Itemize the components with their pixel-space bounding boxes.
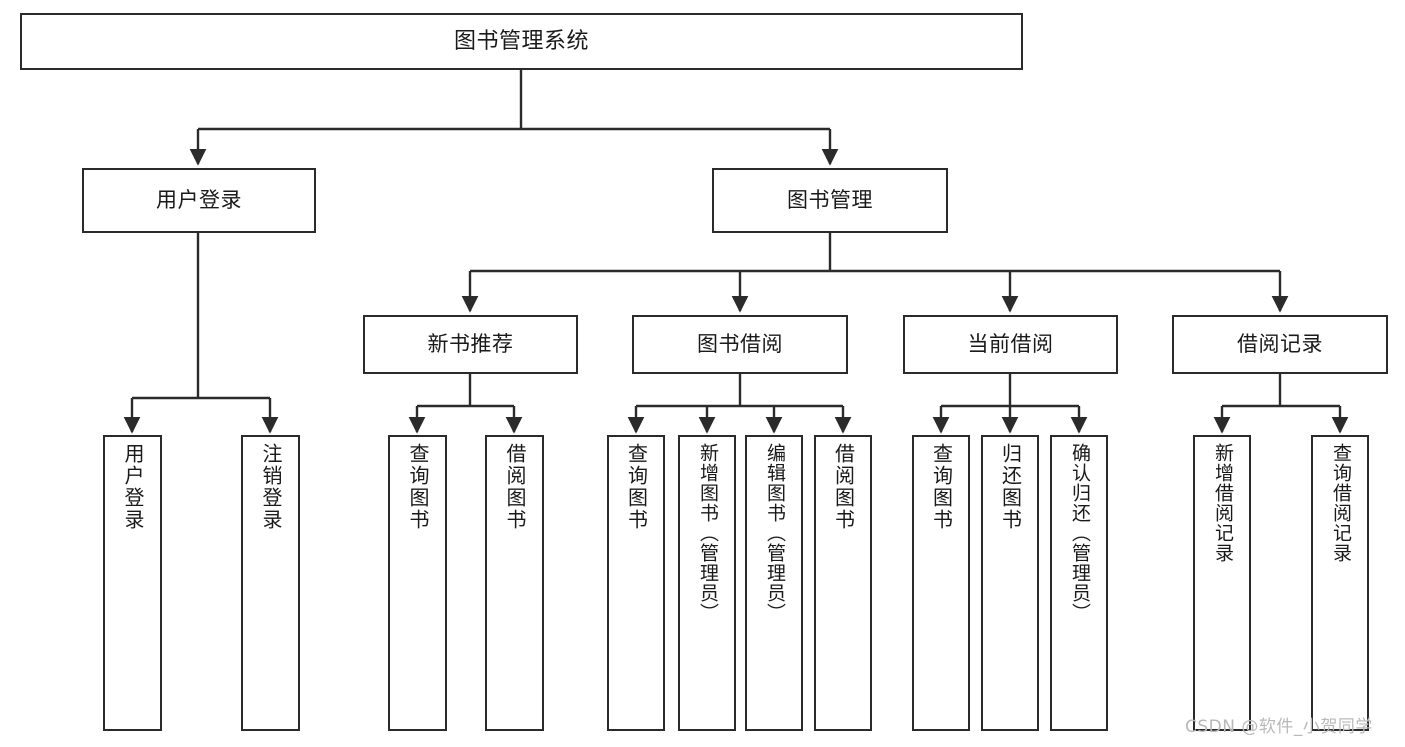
leaf-current-borrow-confirm-return-admin[interactable]: 确认归还（管理员） bbox=[1050, 435, 1108, 731]
node-label: 查询图书 bbox=[624, 443, 649, 531]
node-label: 用户登录 bbox=[156, 188, 242, 213]
leaf-book-borrow-borrow-book[interactable]: 借阅图书 bbox=[814, 435, 872, 731]
leaf-current-borrow-query-book[interactable]: 查询图书 bbox=[912, 435, 970, 731]
node-label: 注销登录 bbox=[259, 443, 283, 531]
node-label: 图书管理 bbox=[787, 188, 873, 213]
node-label: 查询图书 bbox=[406, 443, 430, 531]
node-label: 确认归还（管理员） bbox=[1068, 443, 1091, 623]
node-label: 借阅记录 bbox=[1237, 332, 1323, 357]
node-user-login[interactable]: 用户登录 bbox=[82, 168, 316, 233]
node-book-management-system[interactable]: 图书管理系统 bbox=[20, 13, 1023, 70]
node-label: 新书推荐 bbox=[427, 332, 514, 357]
leaf-new-book-query-book[interactable]: 查询图书 bbox=[388, 435, 447, 731]
node-label: 图书借阅 bbox=[697, 332, 783, 357]
node-label: 借阅图书 bbox=[503, 443, 527, 531]
leaf-current-borrow-return-book[interactable]: 归还图书 bbox=[981, 435, 1039, 731]
node-label: 用户登录 bbox=[121, 443, 145, 531]
node-book-management[interactable]: 图书管理 bbox=[712, 168, 948, 233]
node-label: 借阅图书 bbox=[831, 443, 856, 531]
leaf-user-login-login[interactable]: 用户登录 bbox=[103, 435, 162, 731]
node-current-borrow[interactable]: 当前借阅 bbox=[903, 315, 1118, 374]
leaf-user-login-logout[interactable]: 注销登录 bbox=[241, 435, 300, 731]
node-label: 图书管理系统 bbox=[453, 28, 589, 54]
node-borrow-record[interactable]: 借阅记录 bbox=[1172, 315, 1388, 374]
node-new-book-recommendation[interactable]: 新书推荐 bbox=[363, 315, 578, 374]
node-label: 编辑图书（管理员） bbox=[763, 443, 786, 623]
leaf-borrow-record-query-record[interactable]: 查询借阅记录 bbox=[1311, 435, 1369, 731]
leaf-borrow-record-add-record[interactable]: 新增借阅记录 bbox=[1193, 435, 1251, 731]
csdn-watermark: CSDN @软件_小贺同学 bbox=[1185, 717, 1373, 737]
leaf-book-borrow-query-book[interactable]: 查询图书 bbox=[607, 435, 665, 731]
node-label: 新增借阅记录 bbox=[1211, 443, 1234, 563]
leaf-book-borrow-edit-book-admin[interactable]: 编辑图书（管理员） bbox=[745, 435, 803, 731]
leaf-new-book-borrow-book[interactable]: 借阅图书 bbox=[485, 435, 544, 731]
node-label: 当前借阅 bbox=[967, 332, 1054, 357]
node-label: 归还图书 bbox=[998, 443, 1023, 531]
node-label: 查询图书 bbox=[929, 443, 954, 531]
leaf-book-borrow-add-book-admin[interactable]: 新增图书（管理员） bbox=[678, 435, 736, 731]
node-label: 查询借阅记录 bbox=[1329, 443, 1352, 563]
node-book-borrow[interactable]: 图书借阅 bbox=[632, 315, 848, 374]
node-label: 新增图书（管理员） bbox=[696, 443, 719, 623]
